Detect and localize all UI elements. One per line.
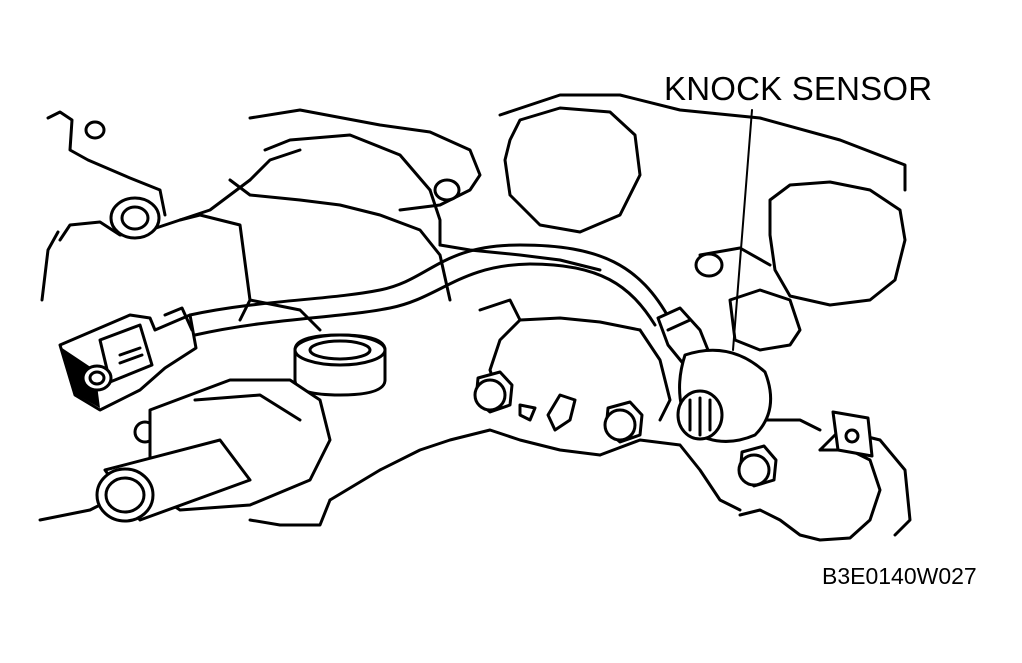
knock-sensor-label: KNOCK SENSOR: [664, 70, 933, 107]
sensor-harness: [188, 243, 672, 337]
callout-leader-line: [732, 109, 753, 351]
harness-connector: [58, 306, 198, 412]
coolant-pipe: [95, 378, 332, 523]
knock-sensor-body: [656, 306, 773, 443]
figure-reference-code: B3E0140W027: [822, 563, 977, 589]
center-boss: [293, 333, 387, 397]
mounting-bolts: [473, 370, 874, 488]
